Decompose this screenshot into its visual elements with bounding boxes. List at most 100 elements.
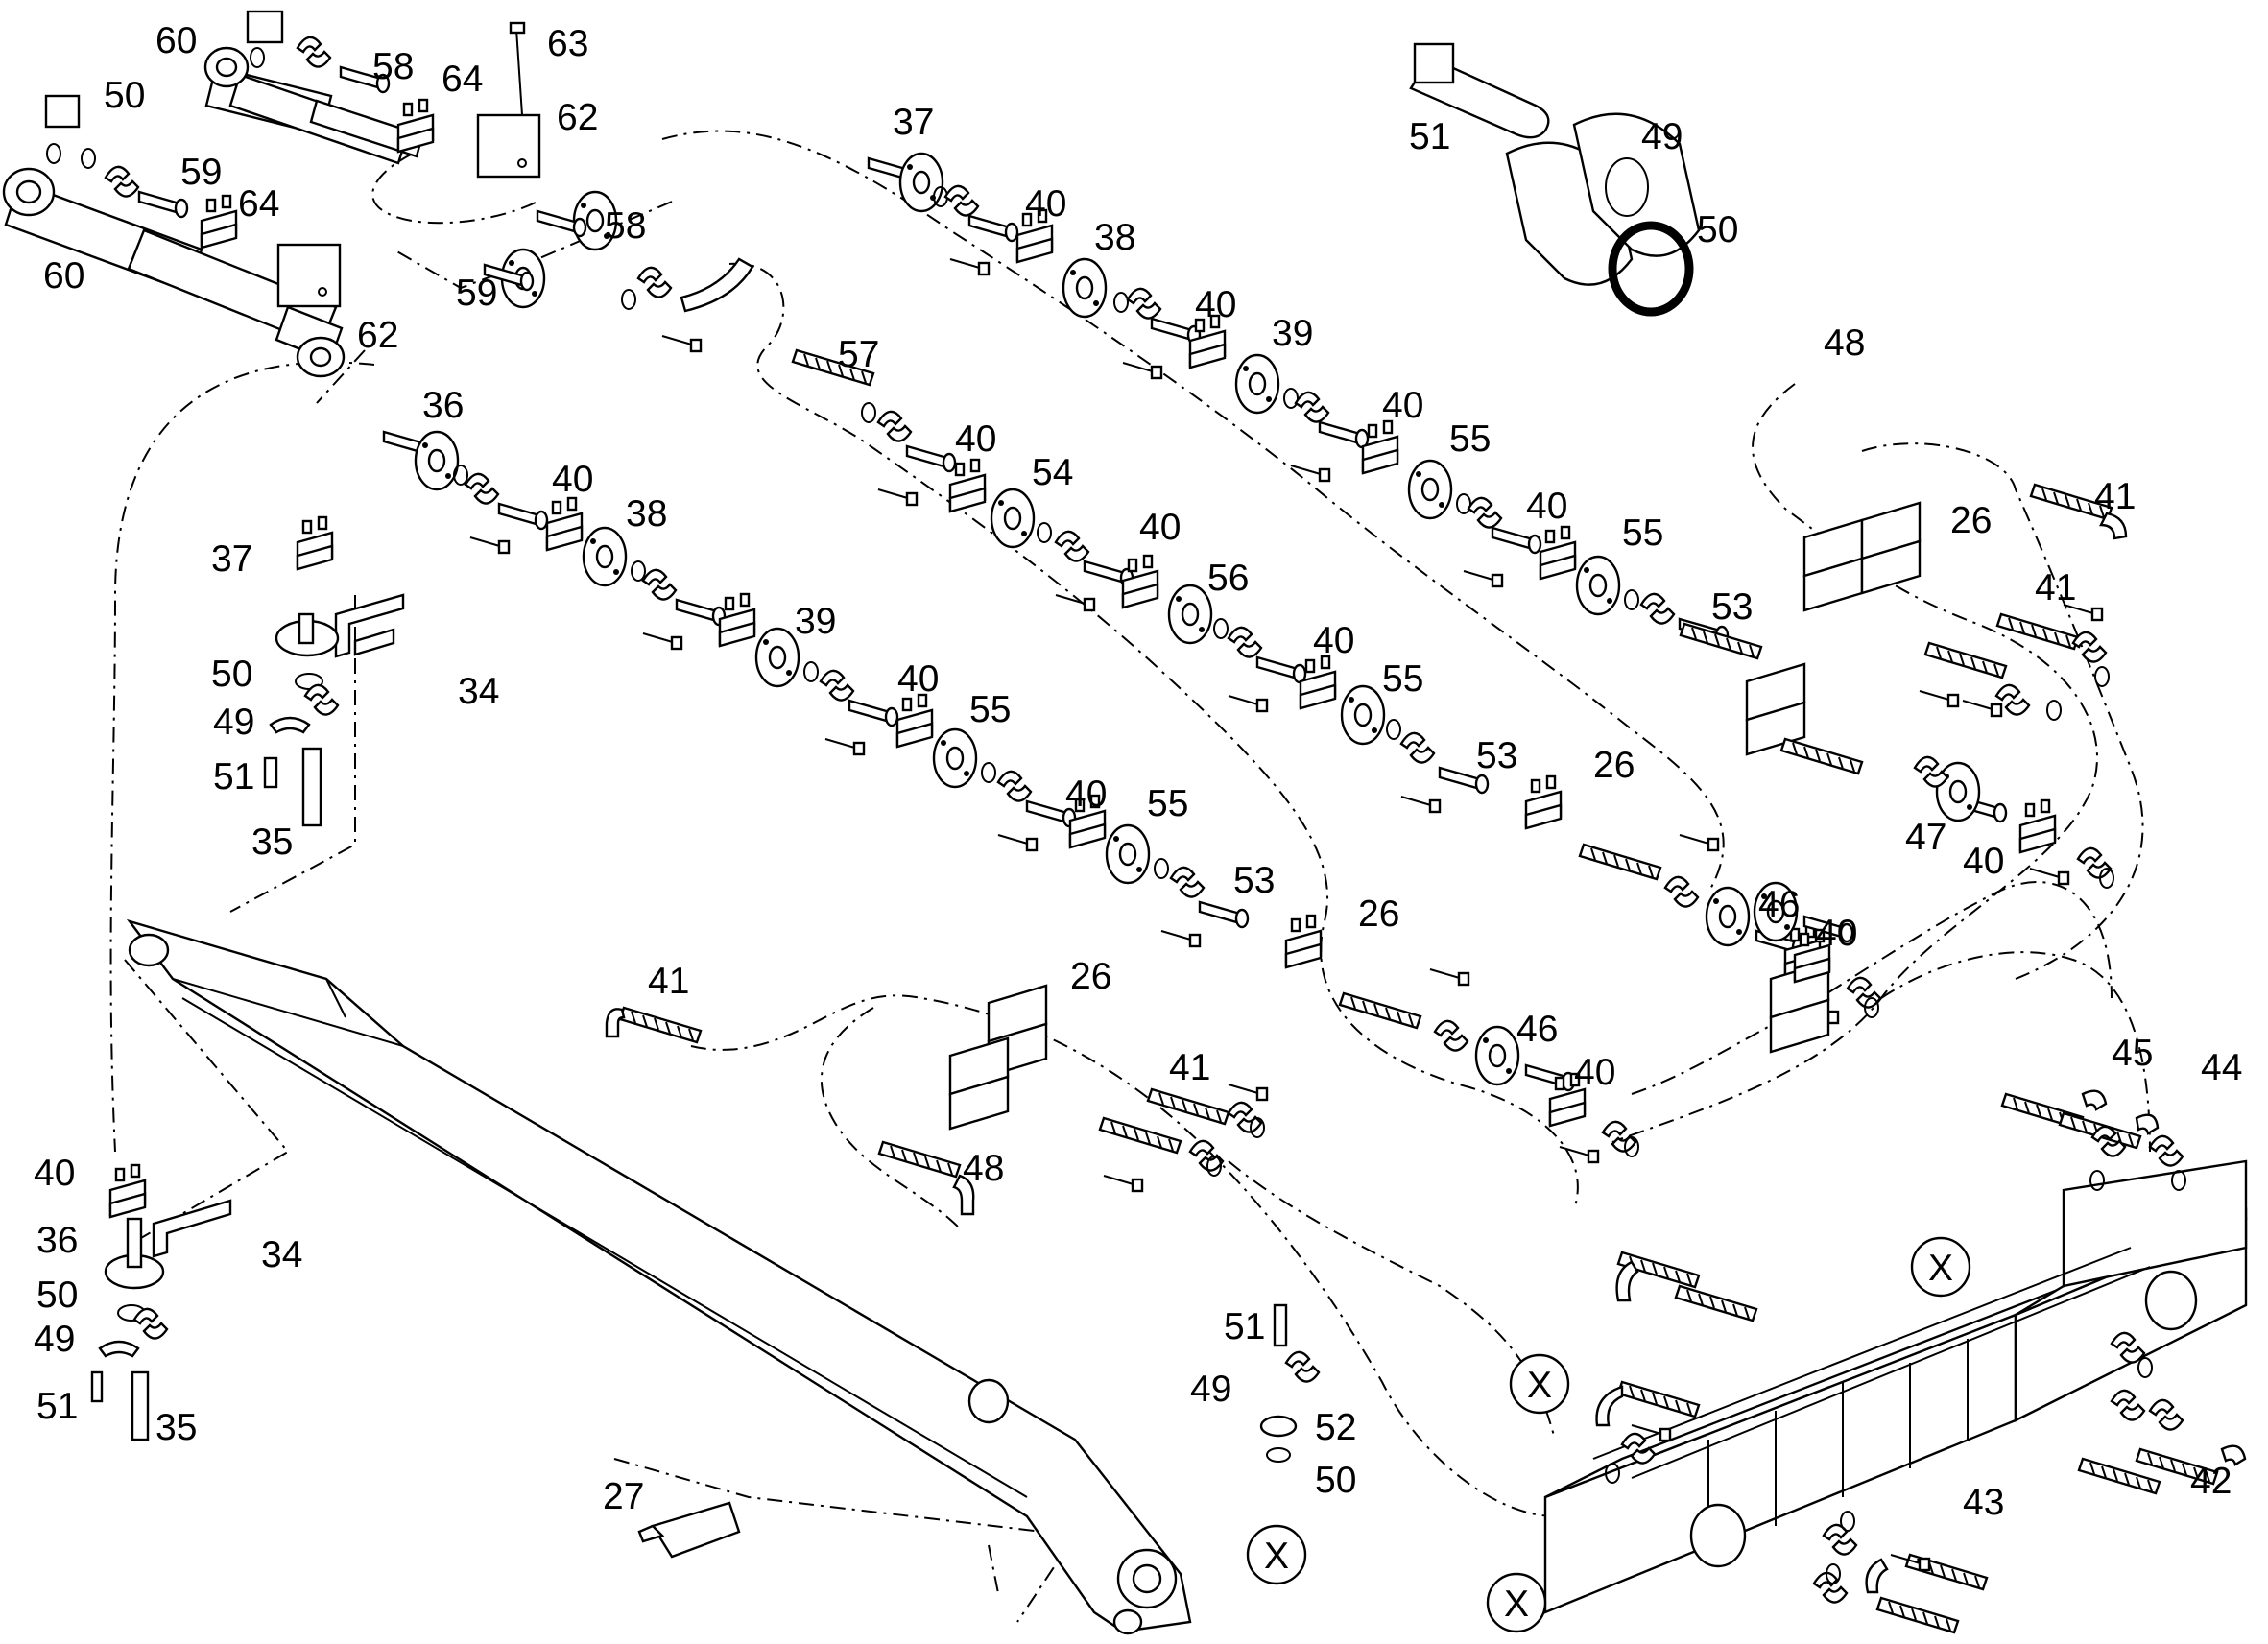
hydraulic-cylinder-lower xyxy=(2,167,346,378)
callout-label: 62 xyxy=(557,97,598,138)
callout-label: 40 xyxy=(1574,1052,1615,1093)
callout-label: 40 xyxy=(1816,913,1857,954)
callout-labels: 60 50 58 64 63 62 59 64 58 60 59 62 37 4… xyxy=(34,20,2242,1523)
callout-label: 40 xyxy=(1313,620,1354,661)
callout-label: 51 xyxy=(36,1386,78,1427)
callout-label: 64 xyxy=(238,183,279,225)
callout-label: 52 xyxy=(1315,1407,1356,1448)
callout-label: 44 xyxy=(2201,1047,2242,1088)
callout-label: 48 xyxy=(963,1148,1004,1189)
callout-label: 41 xyxy=(2035,567,2076,608)
callout-label: 40 xyxy=(1526,486,1567,527)
callout-label: 40 xyxy=(552,459,593,500)
bracket-upper xyxy=(263,515,405,827)
reference-marker-label: X xyxy=(1527,1365,1552,1406)
callout-label: 64 xyxy=(442,59,483,100)
callout-label: 42 xyxy=(2190,1461,2232,1502)
callout-label: 40 xyxy=(1065,774,1107,815)
callout-label: 49 xyxy=(34,1319,75,1360)
valve-fittings xyxy=(1259,1089,2247,1634)
reference-marker-x xyxy=(1509,1353,1570,1415)
callout-label: 58 xyxy=(372,46,414,87)
callout-label: 26 xyxy=(1950,500,1992,541)
callout-label: 50 xyxy=(1697,209,1738,250)
callout-label: 38 xyxy=(1094,217,1135,258)
callout-label: 55 xyxy=(1449,418,1491,460)
callout-label: 59 xyxy=(180,152,222,193)
callout-label: 40 xyxy=(1963,841,2004,882)
callout-label: 46 xyxy=(1516,1009,1558,1050)
callout-label: 50 xyxy=(1315,1460,1356,1501)
callout-label: 40 xyxy=(1382,385,1423,426)
reference-marker-label: X xyxy=(1504,1584,1529,1625)
callout-label: 59 xyxy=(456,273,497,314)
reference-marker-label: X xyxy=(1928,1248,1953,1289)
callout-label: 55 xyxy=(1147,783,1188,824)
callout-label: 40 xyxy=(897,658,939,700)
callout-label: 35 xyxy=(251,822,293,863)
callout-label: 34 xyxy=(458,671,499,712)
callout-label: 36 xyxy=(36,1220,78,1261)
callout-label: 53 xyxy=(1233,860,1275,901)
callout-label: 40 xyxy=(955,418,996,460)
callout-label: 54 xyxy=(1032,452,1073,493)
callout-label: 50 xyxy=(104,75,145,116)
callout-label: 51 xyxy=(1409,116,1450,157)
callout-label: 60 xyxy=(43,255,84,297)
callout-label: 40 xyxy=(1139,507,1181,548)
small-bracket-27 xyxy=(637,1501,741,1559)
callout-label: 26 xyxy=(1358,893,1399,935)
callout-label: 53 xyxy=(1711,586,1753,628)
cylinder-fittings xyxy=(46,21,754,353)
callout-label: 39 xyxy=(795,601,836,642)
callout-label: 48 xyxy=(1824,322,1865,364)
callout-label: 41 xyxy=(2094,476,2136,517)
callout-label: 40 xyxy=(1195,284,1236,325)
callout-label: 45 xyxy=(2112,1033,2153,1074)
callout-label: 37 xyxy=(893,102,934,143)
callout-label: 26 xyxy=(1593,745,1635,786)
callout-label: 49 xyxy=(1641,116,1683,157)
callout-label: 41 xyxy=(648,961,689,1002)
callout-label: 63 xyxy=(547,23,588,64)
callout-label: 58 xyxy=(605,205,646,247)
callout-label: 62 xyxy=(357,315,398,356)
callout-label: 40 xyxy=(1025,183,1066,225)
right-clamp-group xyxy=(1745,483,2128,1054)
callout-label: 37 xyxy=(211,538,252,580)
callout-label: 55 xyxy=(1622,512,1663,554)
callout-label: 49 xyxy=(1190,1369,1231,1410)
callout-label: 49 xyxy=(213,702,254,743)
callout-label: 55 xyxy=(1382,658,1423,700)
bracket-lower xyxy=(90,1163,232,1441)
callout-label: 47 xyxy=(1905,817,1946,858)
hydraulic-cylinder-upper xyxy=(44,10,424,165)
callout-label: 50 xyxy=(211,654,252,695)
control-valve-block xyxy=(1543,1159,2248,1614)
callout-label: 43 xyxy=(1963,1482,2004,1523)
boom-arm xyxy=(126,918,1192,1635)
callout-label: 50 xyxy=(36,1275,78,1316)
callout-label: 39 xyxy=(1272,313,1313,354)
callout-label: 36 xyxy=(422,385,464,426)
callout-label: 46 xyxy=(1758,884,1800,925)
callout-label: 34 xyxy=(261,1234,302,1275)
callout-label: 35 xyxy=(155,1407,197,1448)
reference-markers: X X X X xyxy=(1246,1236,1971,1633)
callout-label: 26 xyxy=(1070,956,1111,997)
callout-label: 27 xyxy=(603,1476,644,1517)
callout-label: 41 xyxy=(1169,1047,1210,1088)
callout-label: 57 xyxy=(838,334,879,375)
reference-marker-label: X xyxy=(1264,1536,1289,1577)
callout-label: 51 xyxy=(213,756,254,798)
reference-marker-x xyxy=(1486,1572,1547,1633)
callout-label: 53 xyxy=(1476,735,1517,776)
callout-label: 56 xyxy=(1207,558,1249,599)
routing-lines xyxy=(109,130,2151,1623)
callout-label: 60 xyxy=(155,20,197,61)
callout-label: 55 xyxy=(969,689,1011,730)
callout-label: 38 xyxy=(626,493,667,535)
reference-marker-x xyxy=(1246,1524,1307,1585)
split-flange-assembly xyxy=(1409,42,1701,317)
